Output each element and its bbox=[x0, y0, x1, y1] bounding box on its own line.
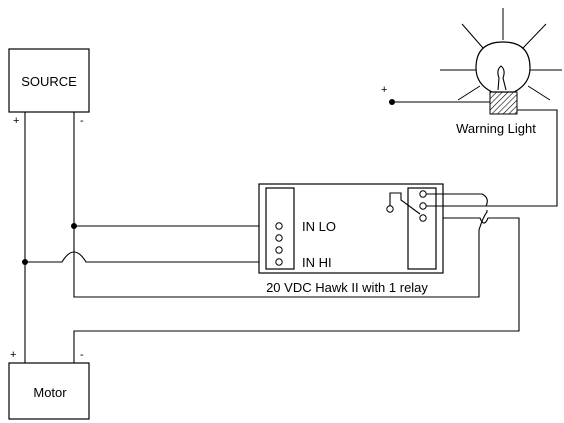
light-ray-7 bbox=[527, 85, 551, 101]
input-terminal-1 bbox=[275, 222, 283, 230]
hawk-module: IN LO IN HI 20 VDC Hawk II with 1 relay bbox=[258, 183, 444, 295]
source-minus-sign: - bbox=[80, 115, 84, 127]
light-ray-2 bbox=[461, 23, 484, 49]
motor-minus-sign: - bbox=[80, 349, 84, 361]
source-block: SOURCE + - bbox=[8, 48, 90, 127]
motor-return-wire bbox=[73, 217, 520, 363]
relay-terminal-block bbox=[407, 187, 437, 270]
in-hi-wire bbox=[25, 251, 273, 263]
light-ray-6 bbox=[457, 85, 481, 101]
source-label: SOURCE bbox=[21, 74, 77, 89]
in-lo-label: IN LO bbox=[302, 219, 336, 234]
source-box bbox=[8, 48, 90, 113]
motor-box bbox=[8, 362, 90, 420]
bulb-base bbox=[489, 91, 518, 115]
motor-plus-sign: + bbox=[10, 349, 16, 361]
positive-junction-dot bbox=[22, 259, 28, 265]
input-terminal-3 bbox=[275, 246, 283, 254]
input-terminal-2 bbox=[275, 234, 283, 242]
relay-switch-arm bbox=[389, 192, 421, 215]
light-feed-plus-sign: + bbox=[381, 84, 387, 96]
warning-light-label: Warning Light bbox=[456, 121, 536, 136]
relay-contacts bbox=[386, 190, 488, 222]
relay-terminal-com bbox=[419, 202, 427, 210]
warning-light-bulb bbox=[440, 8, 562, 115]
relay-pivot bbox=[386, 205, 394, 213]
relay-terminal-no bbox=[419, 214, 427, 222]
bulb-glass bbox=[475, 41, 531, 93]
module-caption: 20 VDC Hawk II with 1 relay bbox=[266, 280, 428, 295]
bulb-filament bbox=[497, 65, 507, 91]
relay-terminal-nc bbox=[419, 190, 427, 198]
motor-label: Motor bbox=[33, 385, 67, 400]
input-terminal-4 bbox=[275, 258, 283, 266]
light-ray-3 bbox=[522, 23, 547, 49]
negative-junction-dot bbox=[71, 223, 77, 229]
light-feed-terminal bbox=[389, 99, 395, 105]
motor-block: Motor + - bbox=[8, 349, 90, 420]
light-return-wire bbox=[426, 109, 558, 207]
in-hi-label: IN HI bbox=[302, 255, 332, 270]
source-plus-sign: + bbox=[13, 115, 19, 127]
